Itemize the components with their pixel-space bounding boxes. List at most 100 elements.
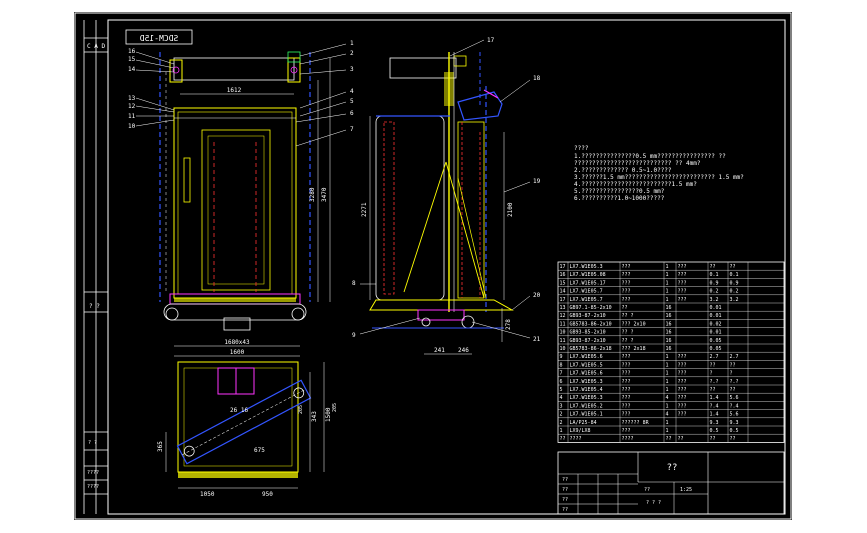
bom-cell: ??? (678, 264, 687, 270)
bom-cell: 11 (560, 338, 566, 344)
plan-dim-left-small: 365 (157, 441, 164, 452)
bom-cell: 16 (560, 272, 566, 278)
bom-cell: 2 (560, 412, 563, 418)
side-dim-height-left: 2271 (361, 202, 368, 217)
bom-cell: ??? (678, 387, 687, 393)
bom-cell: LX7.W1E05.4 (570, 387, 603, 393)
bom-cell: ??? (678, 289, 687, 295)
bom-cell: ??? (678, 280, 687, 286)
front-balloon-7: 7 (350, 126, 354, 133)
strip-b2-label: ???? (87, 470, 99, 476)
plan-dim-side-4: 205 (298, 405, 304, 414)
front-balloon-2: 2 (350, 50, 354, 57)
bom-cell: GB5783-86-2x18 (570, 346, 612, 352)
bom-cell: ??? (622, 362, 631, 368)
bom-cell: 1 (560, 428, 563, 434)
bom-cell: 0.2 (730, 289, 739, 295)
bom-cell: 9.3 (730, 420, 739, 426)
bom-cell: ?? (560, 436, 566, 442)
title-row-2: ?? (562, 487, 568, 493)
plan-dim-side-2: 1500 (325, 407, 332, 422)
bom-cell: 3 (560, 403, 563, 409)
bom-cell: 9.3 (710, 420, 719, 426)
bom-cell: 4 (666, 412, 669, 418)
bom-cell: ? (730, 371, 733, 377)
bom-cell: 5.6 (730, 395, 739, 401)
bom-cell: ??? (622, 371, 631, 377)
cad-drawing: C A D ? ? ? ? ???? ???? SDCM-15D 1612 (74, 12, 792, 520)
bom-cell: ??? 2x10 (622, 321, 646, 327)
bom-cell: 1 (666, 280, 669, 286)
bom-cell: 17 (560, 264, 566, 270)
plan-dim-side-1: 343 (311, 411, 318, 422)
left-strip: C A D ? ? ? ? ???? ???? (83, 20, 108, 514)
bom-cell: LX7.W1E05.17 (570, 280, 606, 286)
bom-cell: 4 (560, 395, 563, 401)
strip-cad-label: C A D (87, 43, 105, 50)
bom-cell: ??? (678, 297, 687, 303)
front-balloon-14: 14 (128, 66, 136, 73)
bom-cell: 2.7 (730, 354, 739, 360)
plan-dim-right: 950 (262, 491, 273, 498)
bom-cell: LX7.W1E05.5 (570, 362, 603, 368)
title-scale-value: 1:25 (680, 487, 692, 493)
note-2: 2.????????????? 0.5~1.0???? (574, 167, 672, 174)
bom-cell: 1.4 (710, 412, 719, 418)
bom-cell: 1 (666, 420, 669, 426)
bom-cell: 0.02 (710, 321, 722, 327)
bom-cell: 3.2 (710, 297, 719, 303)
bom-cell: 2 (560, 420, 563, 426)
notes-title: ???? (574, 145, 589, 152)
bom-cell: 8 (560, 362, 563, 368)
bom-cell: 16 (666, 330, 672, 336)
bom-cell: LX7.W1E05.7 (570, 289, 603, 295)
bom-cell: ??? (678, 354, 687, 360)
bom-cell: ?? (710, 436, 716, 442)
front-balloon-4: 4 (350, 88, 354, 95)
bom-cell: 10 (560, 346, 566, 352)
bom-cell: 2.7 (710, 354, 719, 360)
drawing-code-box: SDCM-15D (125, 29, 193, 45)
bom-cell: GB93-87-2x10 (570, 313, 606, 319)
bom-cell: 0.05 (710, 346, 722, 352)
bom-cell: 12 (560, 313, 566, 319)
bom-cell: 0.01 (710, 330, 722, 336)
bom-cell: ??? (678, 371, 687, 377)
bom-cell: 0.01 (710, 313, 722, 319)
front-balloon-16: 16 (128, 48, 136, 55)
note-5: 5.????????????????0.5 mm? (574, 188, 665, 195)
strip-b3-label: ???? (87, 484, 99, 490)
side-balloon-8: 8 (352, 280, 356, 287)
bom-cell: 5 (560, 387, 563, 393)
bom-cell: ?? (710, 362, 716, 368)
front-view: 1612 3280 3470 (128, 40, 354, 331)
title-block: ?? ?? 1:25 ? ? ? ?? ?? ?? ?? (557, 451, 785, 515)
bom-cell: ??? (622, 272, 631, 278)
bom-cell: ?? (622, 305, 628, 311)
bom-cell: GB97.1-85-2x10 (570, 305, 612, 311)
bom-cell: 15 (560, 280, 566, 286)
front-balloon-15: 15 (128, 56, 136, 63)
bom-cell: ?? ? (622, 313, 634, 319)
bom-cell: 16 (666, 338, 672, 344)
bom-cell: 16 (666, 321, 672, 327)
bom-cell: 1 (666, 371, 669, 377)
bom-cell: ?.4 (710, 403, 719, 409)
bom-cell: ?? (710, 387, 716, 393)
bom-cell: 0.05 (710, 338, 722, 344)
bom-cell: 0.2 (710, 289, 719, 295)
side-dim-side: 278 (505, 319, 512, 330)
bom-cell: ??? (622, 387, 631, 393)
bom-cell: 1 (666, 428, 669, 434)
bom-cell: ??? (678, 395, 687, 401)
bom-cell: LX7.W1E05.3 (570, 264, 603, 270)
front-balloon-3: 3 (350, 66, 354, 73)
title-scale-label: ?? (644, 487, 650, 493)
cad-drawing-sheet: C A D ? ? ? ? ???? ???? SDCM-15D 1612 (74, 12, 792, 520)
bom-cell: 0.1 (710, 272, 719, 278)
bom-cell: ??? (622, 395, 631, 401)
front-balloon-11: 11 (128, 113, 136, 120)
bom-cell: ??? (678, 379, 687, 385)
bom-cell: ??? (678, 272, 687, 278)
note-4: 4.?????????????????????????1.5 mm? (574, 181, 697, 188)
